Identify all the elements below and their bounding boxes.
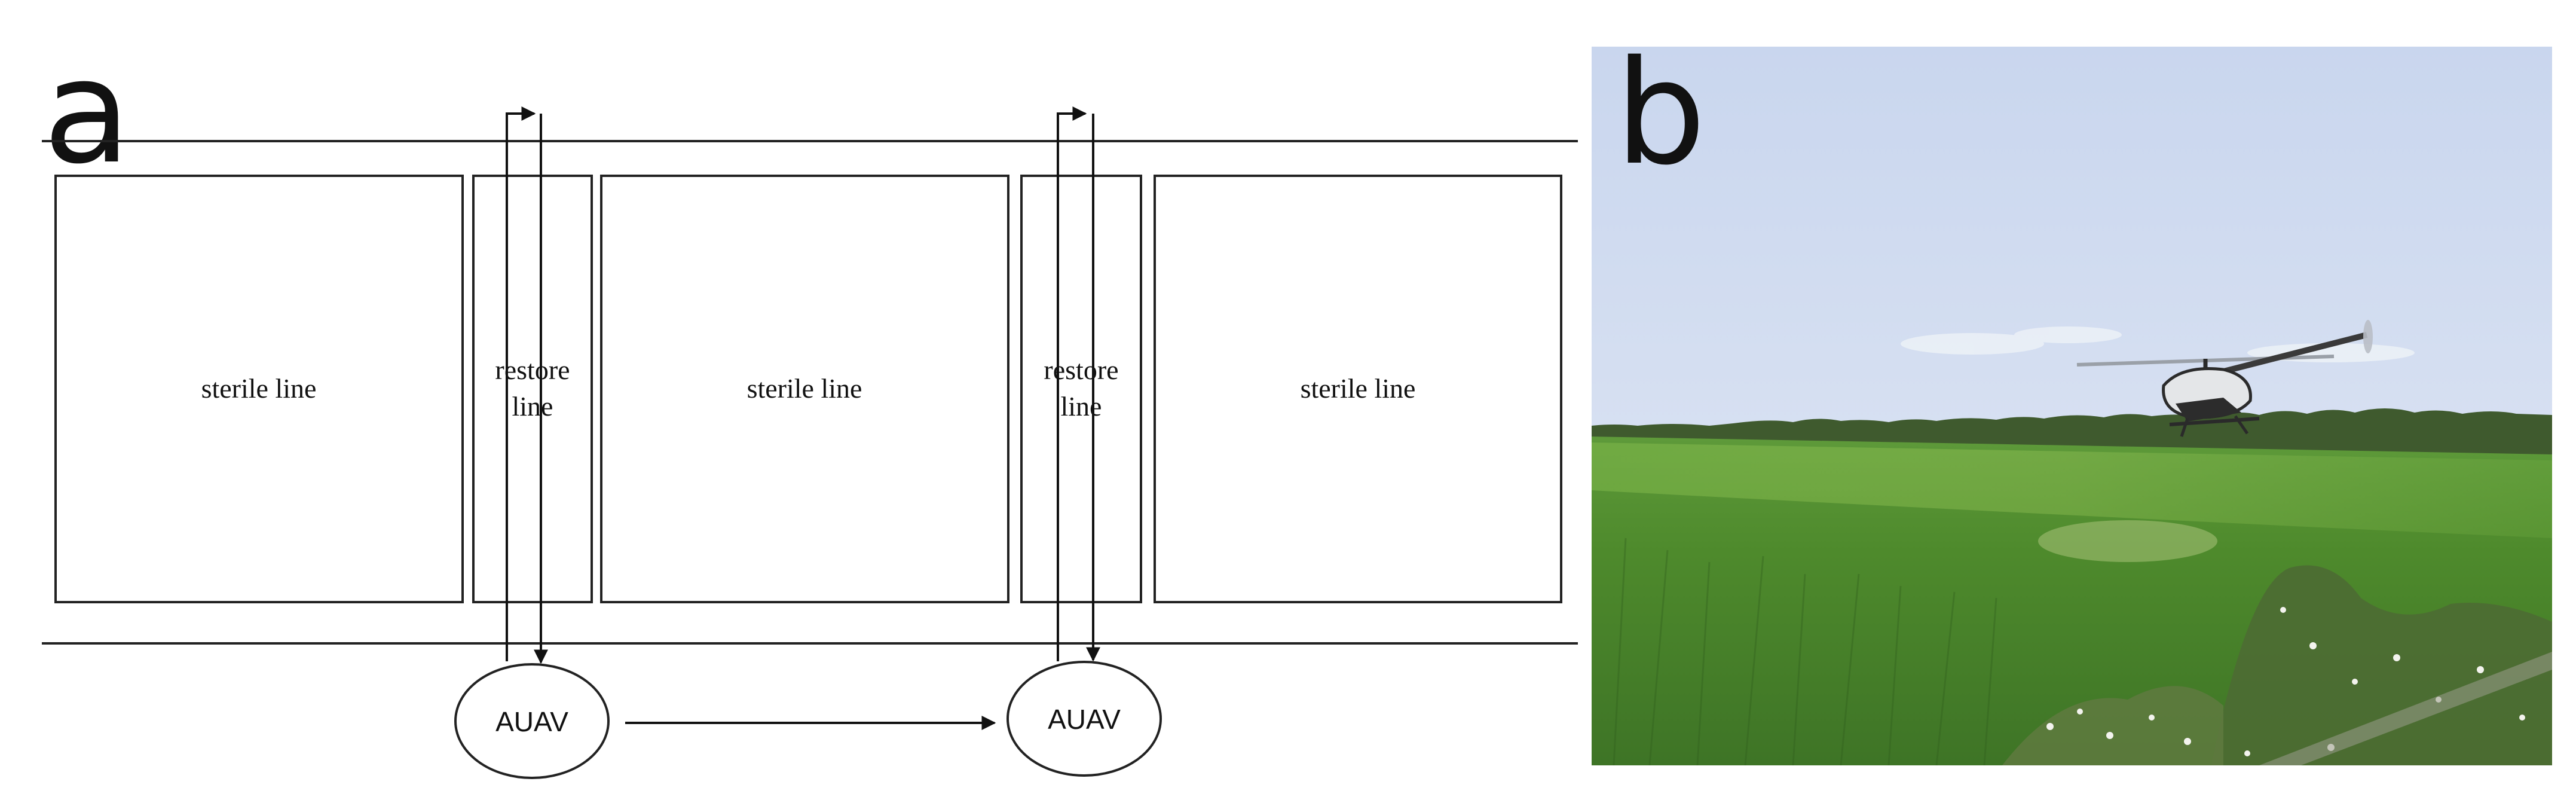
zone-sterile-line-1: sterile line	[54, 175, 464, 603]
zone-label: sterile line	[1301, 373, 1416, 404]
zone-restore-line-1: restore line	[472, 175, 593, 603]
zone-label-line1: restore	[1044, 355, 1118, 385]
weeds	[2002, 565, 2552, 765]
field-highlight	[1592, 442, 2552, 538]
lodged-patch	[2038, 520, 2217, 562]
auav-label: AUAV	[1048, 704, 1121, 735]
zone-label: sterile line	[201, 373, 317, 404]
auav-node-2: AUAV	[1006, 661, 1162, 777]
clouds	[1901, 326, 2415, 362]
zone-label-line2: line	[1061, 391, 1102, 422]
helicopter-auav	[2076, 320, 2373, 437]
panel-a-letter: a	[43, 28, 131, 196]
tail-boom	[2213, 332, 2368, 377]
auav-label: AUAV	[495, 706, 568, 737]
flight-path-2	[1057, 106, 1100, 662]
zone-label: sterile line	[747, 373, 862, 404]
panel-b-letter: b	[1615, 29, 1706, 197]
tail-rotor	[2363, 320, 2373, 353]
grass-texture	[1613, 538, 1997, 765]
panel-b-photo: b	[1592, 29, 2552, 765]
flight-path-1	[506, 106, 548, 664]
panel-a: a sterile line restore line sterile line…	[42, 28, 1578, 779]
zone-sterile-line-3: sterile line	[1154, 175, 1562, 603]
zone-restore-line-2: restore line	[1020, 175, 1142, 603]
field-path	[2259, 652, 2552, 765]
zone-label-line2: line	[512, 391, 553, 422]
zone-sterile-line-2: sterile line	[600, 175, 1009, 603]
auav-node-1: AUAV	[454, 663, 610, 779]
